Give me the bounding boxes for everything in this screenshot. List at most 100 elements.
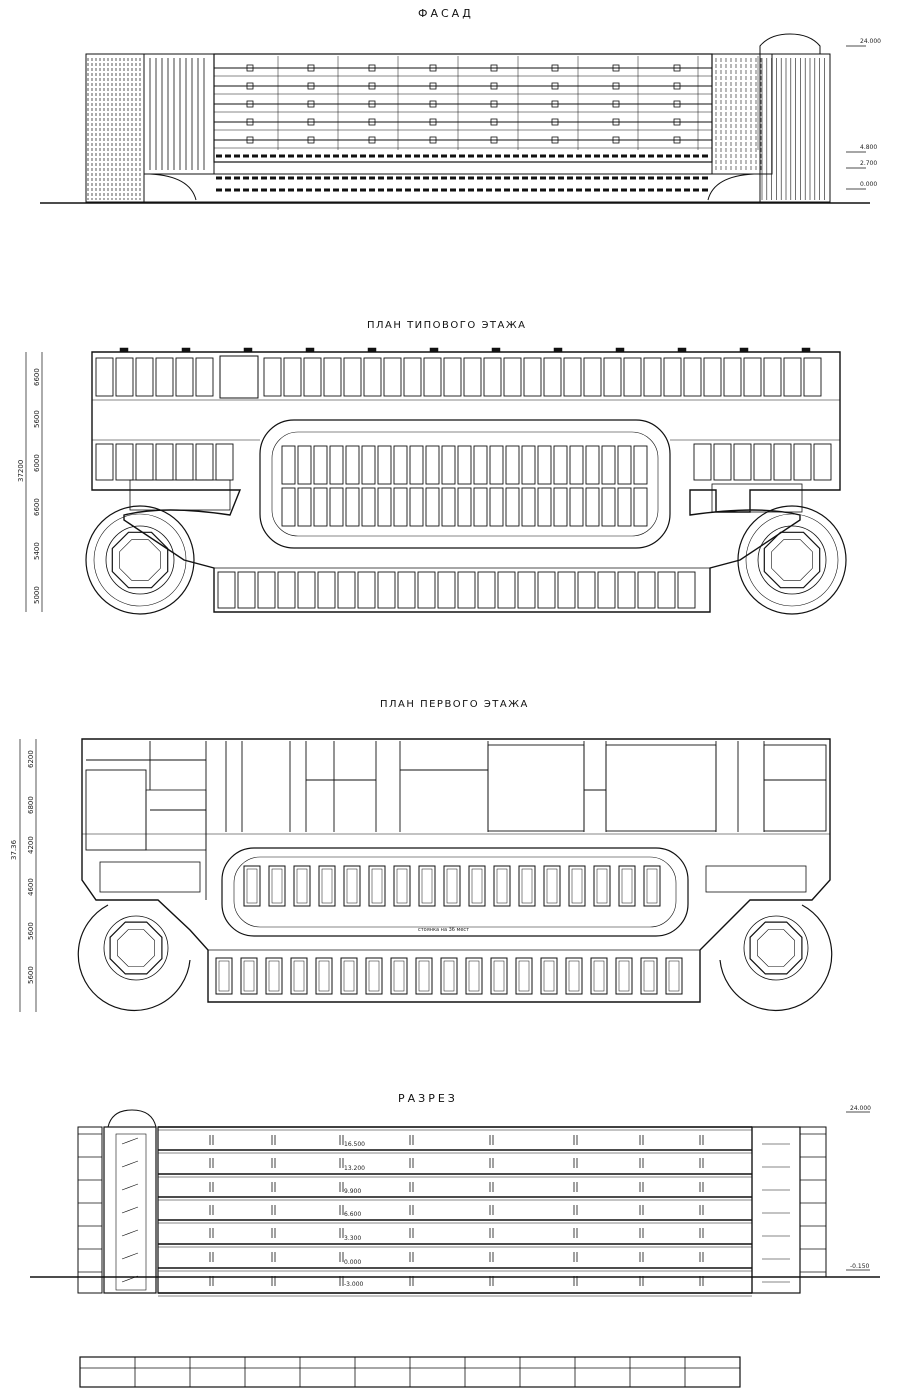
section-level-5: 3.300 bbox=[344, 1235, 361, 1242]
stall-bottom-20 bbox=[617, 571, 636, 609]
facade-post-2-1 bbox=[307, 100, 315, 108]
section-ground-elevation: -0.150 bbox=[850, 1263, 870, 1270]
stall-court-bottom-18 bbox=[569, 487, 584, 527]
section-level-6: 0.000 bbox=[344, 1259, 361, 1266]
first-floor-stair-left bbox=[99, 861, 201, 893]
stall-top-20 bbox=[663, 357, 682, 397]
stall-court-top-6 bbox=[377, 445, 392, 485]
typical-floor-parking-stalls bbox=[95, 357, 832, 609]
first-floor-parking-stalls bbox=[215, 865, 683, 995]
typical-floor-stair-left bbox=[129, 479, 231, 511]
facade-post-4-7 bbox=[673, 136, 681, 144]
stall-court-bottom-11 bbox=[457, 487, 472, 527]
facade-right-tower bbox=[759, 53, 831, 203]
typical-floor-dim-5: 5400 bbox=[33, 542, 41, 560]
stall-top-10 bbox=[463, 357, 482, 397]
typical-floor-dim-3: 6000 bbox=[33, 454, 41, 472]
stall-mid-left-6 bbox=[215, 443, 234, 481]
facade-post-4-0 bbox=[246, 136, 254, 144]
stall-court-top-21 bbox=[617, 445, 632, 485]
stall-court-bottom-21 bbox=[617, 487, 632, 527]
stall-bottom-21 bbox=[637, 571, 656, 609]
stall-court-top-3 bbox=[329, 445, 344, 485]
stall-court-top-12 bbox=[473, 445, 488, 485]
first-floor-dim-2: 6800 bbox=[27, 796, 35, 814]
facade-elevation-ground: 0.000 bbox=[860, 181, 877, 188]
facade-post-0-5 bbox=[551, 64, 559, 72]
stall-bottom-18 bbox=[577, 571, 596, 609]
stall-court-top-16 bbox=[537, 445, 552, 485]
facade-post-3-2 bbox=[368, 118, 376, 126]
stall-top-1 bbox=[283, 357, 302, 397]
facade-post-4-1 bbox=[307, 136, 315, 144]
typical-floor-wall-openings bbox=[119, 347, 811, 353]
stall-top-left-1 bbox=[115, 357, 134, 397]
stall-bottom-2 bbox=[257, 571, 276, 609]
first-floor-dim-1: 6200 bbox=[27, 750, 35, 768]
facade-post-3-4 bbox=[490, 118, 498, 126]
typical-floor-dimension-labels: 37200 6600 5600 6000 6600 5400 5000 bbox=[17, 368, 41, 604]
stall-mid-right-0 bbox=[693, 443, 712, 481]
typical-floor-lift-block bbox=[219, 355, 259, 399]
facade-post-1-2 bbox=[368, 82, 376, 90]
stall-court-bottom-0 bbox=[281, 487, 296, 527]
facade-post-1-1 bbox=[307, 82, 315, 90]
stall-bottom-12 bbox=[515, 957, 533, 995]
stall-bottom-14 bbox=[565, 957, 583, 995]
first-floor-office-left bbox=[85, 769, 147, 851]
first-floor-central-court bbox=[221, 847, 689, 937]
stall-court-14 bbox=[593, 865, 611, 907]
stall-top-19 bbox=[643, 357, 662, 397]
stall-bottom-14 bbox=[497, 571, 516, 609]
stall-top-12 bbox=[503, 357, 522, 397]
typical-floor-plan-title: ПЛАН ТИПОВОГО ЭТАЖА bbox=[367, 320, 527, 331]
stall-top-2 bbox=[303, 357, 322, 397]
stall-court-bottom-10 bbox=[441, 487, 456, 527]
typical-floor-dimension-line bbox=[25, 352, 43, 612]
stall-court-7 bbox=[418, 865, 436, 907]
facade-post-3-3 bbox=[429, 118, 437, 126]
stall-court-bottom-5 bbox=[361, 487, 376, 527]
stall-top-8 bbox=[423, 357, 442, 397]
facade-window-strips bbox=[216, 154, 710, 192]
stall-bottom-5 bbox=[340, 957, 358, 995]
stall-bottom-17 bbox=[557, 571, 576, 609]
stall-bottom-15 bbox=[517, 571, 536, 609]
stall-bottom-17 bbox=[640, 957, 658, 995]
stall-bottom-1 bbox=[237, 571, 256, 609]
facade-post-1-5 bbox=[551, 82, 559, 90]
stall-bottom-18 bbox=[665, 957, 683, 995]
stall-court-bottom-16 bbox=[537, 487, 552, 527]
facade-post-1-3 bbox=[429, 82, 437, 90]
stall-bottom-23 bbox=[677, 571, 696, 609]
facade-post-3-1 bbox=[307, 118, 315, 126]
first-floor-plan bbox=[77, 738, 833, 1011]
stall-mid-right-4 bbox=[773, 443, 792, 481]
facade-post-4-5 bbox=[551, 136, 559, 144]
stall-bottom-9 bbox=[397, 571, 416, 609]
stall-bottom-13 bbox=[540, 957, 558, 995]
stall-bottom-11 bbox=[490, 957, 508, 995]
first-floor-plan-title: ПЛАН ПЕРВОГО ЭТАЖА bbox=[380, 699, 529, 710]
facade-post-0-2 bbox=[368, 64, 376, 72]
stall-court-bottom-8 bbox=[409, 487, 424, 527]
stall-bottom-9 bbox=[440, 957, 458, 995]
stall-bottom-15 bbox=[590, 957, 608, 995]
facade-post-0-4 bbox=[490, 64, 498, 72]
first-floor-dim-4: 4600 bbox=[27, 878, 35, 896]
stall-mid-left-2 bbox=[135, 443, 154, 481]
stall-court-bottom-4 bbox=[345, 487, 360, 527]
facade-elevation-top: 24.000 bbox=[860, 38, 881, 45]
stall-top-26 bbox=[783, 357, 802, 397]
facade-post-4-6 bbox=[612, 136, 620, 144]
facade-post-0-7 bbox=[673, 64, 681, 72]
stall-court-bottom-14 bbox=[505, 487, 520, 527]
stall-top-9 bbox=[443, 357, 462, 397]
stall-mid-right-6 bbox=[813, 443, 832, 481]
stall-court-0 bbox=[243, 865, 261, 907]
facade-main-block bbox=[213, 53, 713, 163]
facade-post-0-3 bbox=[429, 64, 437, 72]
typical-floor-central-court bbox=[259, 419, 671, 549]
facade-post-2-2 bbox=[368, 100, 376, 108]
